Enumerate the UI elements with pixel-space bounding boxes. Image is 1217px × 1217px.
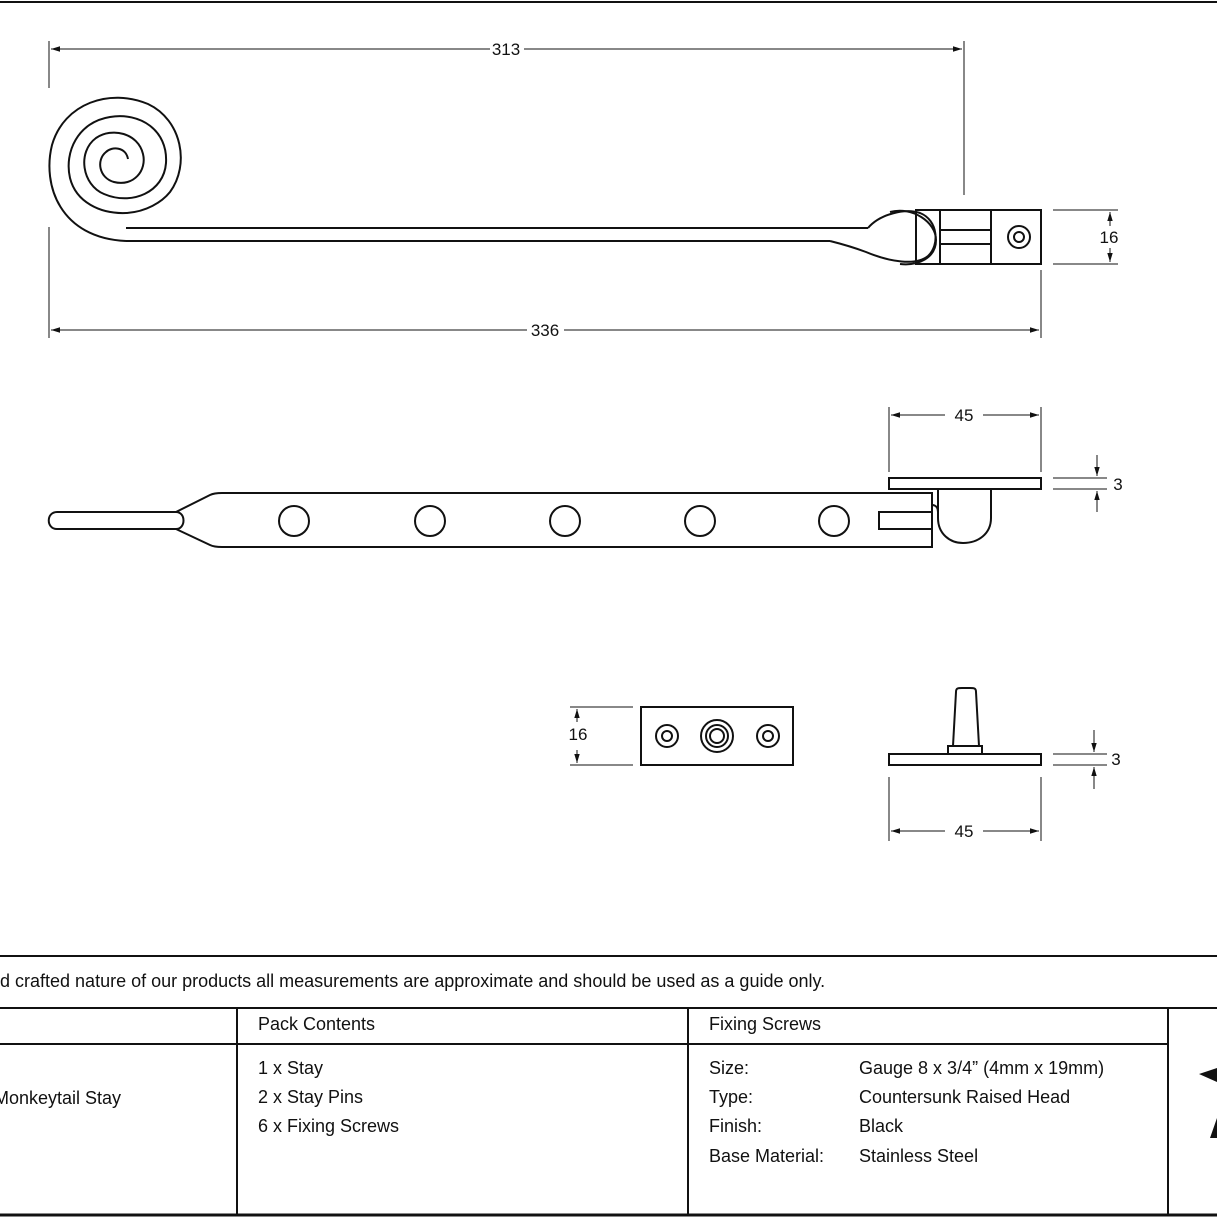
plate-pin-outer bbox=[700, 719, 734, 753]
spiral-tail bbox=[67, 115, 168, 215]
dim-313: 313 bbox=[492, 40, 520, 59]
pack-item: 1 x Stay bbox=[258, 1058, 324, 1078]
stay-hole-4 bbox=[684, 505, 716, 537]
joint-teardrop bbox=[829, 210, 937, 263]
product-name: Monkeytail Stay bbox=[0, 1088, 122, 1108]
pin-base-plate bbox=[888, 753, 1042, 766]
screw-spec-value: Gauge 8 x 3/4” (4mm x 19mm) bbox=[859, 1058, 1105, 1078]
screw-spec-value: Stainless Steel bbox=[859, 1146, 979, 1166]
dim-3-side: 3 bbox=[1113, 475, 1122, 494]
logo-fragment bbox=[1199, 1068, 1217, 1138]
side-plate bbox=[888, 477, 1042, 490]
stay-hole-5 bbox=[818, 505, 850, 537]
screw-spec-label: Size: bbox=[709, 1058, 750, 1078]
pack-item: 2 x Stay Pins bbox=[258, 1087, 364, 1107]
pin-collar bbox=[947, 745, 983, 755]
pin-side-view bbox=[888, 687, 1042, 766]
fixing-screws-header: Fixing Screws bbox=[709, 1014, 822, 1034]
pack-item: 6 x Fixing Screws bbox=[258, 1116, 400, 1136]
plate-body bbox=[640, 706, 794, 766]
disclaimer-note: d crafted nature of our products all mea… bbox=[0, 971, 826, 991]
stay-rod bbox=[47, 511, 185, 530]
stay-hole-2 bbox=[414, 505, 446, 537]
dim-16-plate: 16 bbox=[569, 725, 588, 744]
bracket-screw-inner bbox=[1013, 231, 1025, 243]
dim-3-pin: 3 bbox=[1111, 750, 1120, 769]
dim-45-pin: 45 bbox=[955, 822, 974, 841]
stay-hole-1 bbox=[278, 505, 310, 537]
stay-top-view bbox=[48, 96, 1042, 266]
screw-spec-label: Base Material: bbox=[709, 1146, 825, 1166]
pack-contents-header: Pack Contents bbox=[258, 1014, 376, 1034]
plate-top-view bbox=[640, 706, 794, 766]
stay-side-view bbox=[47, 477, 1042, 548]
spiral-outer bbox=[48, 96, 182, 242]
dim-16-top: 16 bbox=[1100, 228, 1119, 247]
dim-45-side: 45 bbox=[955, 406, 974, 425]
screw-spec-label: Type: bbox=[709, 1087, 754, 1107]
screw-spec-value: Countersunk Raised Head bbox=[859, 1087, 1071, 1107]
dim-336: 336 bbox=[531, 321, 559, 340]
info-table-grid bbox=[0, 955, 1217, 1217]
stay-slot bbox=[878, 511, 933, 530]
bracket-body bbox=[915, 209, 1042, 265]
bracket-screw-outer bbox=[1007, 225, 1031, 249]
screw-spec-label: Finish: bbox=[709, 1116, 763, 1136]
pin-cone bbox=[951, 687, 981, 747]
screw-spec-value: Black bbox=[859, 1116, 904, 1136]
side-hook bbox=[937, 489, 992, 545]
stay-hole-3 bbox=[549, 505, 581, 537]
